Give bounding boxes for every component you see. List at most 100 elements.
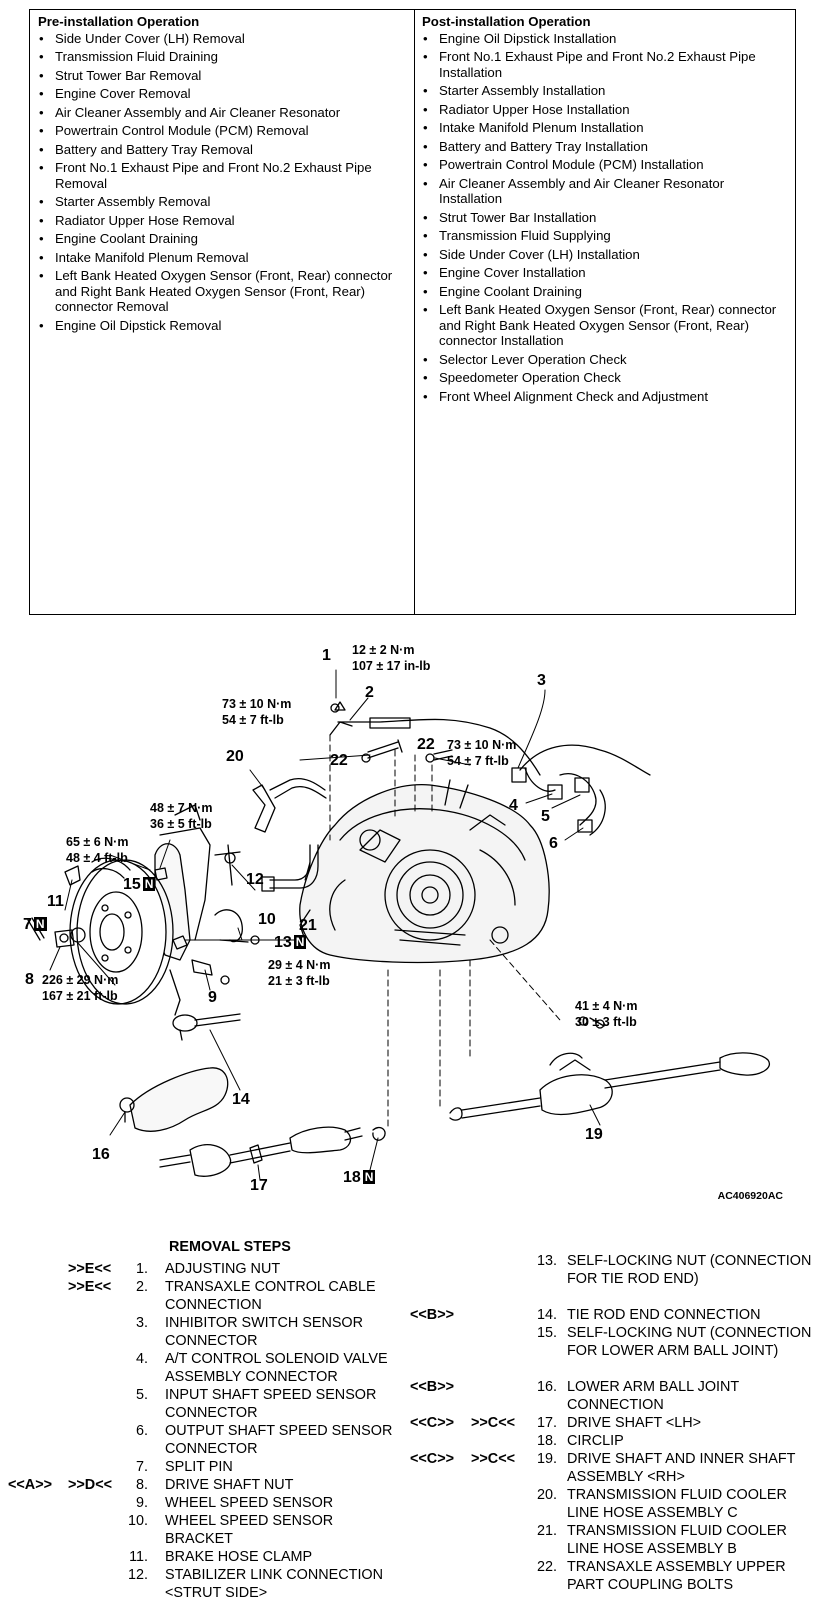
step-text: SPLIT PIN [165,1459,233,1475]
step-number: 11. [129,1549,148,1565]
step-number: 20. [536,1487,557,1503]
removal-steps-title: REMOVAL STEPS [169,1239,291,1255]
step-number: 15. [536,1325,557,1341]
step-number: 8. [135,1477,148,1493]
cooler-hose-c-drawing [252,778,327,833]
step-text: WHEEL SPEED SENSOR BRACKET [165,1513,334,1547]
step-marker-reassembly: >>C<< [471,1451,516,1467]
callout-11: 11 [47,893,64,910]
step-marker-disassembly: <<C>> [410,1415,455,1431]
step-text: TRANSAXLE ASSEMBLY UPPER PART COUPLING B… [567,1559,786,1593]
operation-item: Powertrain Control Module (PCM) Installa… [422,157,790,173]
self-locking-nuts-drawing [154,867,188,950]
step-number: 21. [536,1523,557,1539]
step-text: INHIBITOR SWITCH SENSOR CONNECTOR [165,1315,364,1349]
operation-item: Engine Oil Dipstick Installation [422,31,790,47]
step-text: SELF-LOCKING NUT (CONNECTION FOR TIE ROD… [567,1253,812,1287]
step-text: TRANSMISSION FLUID COOLER LINE HOSE ASSE… [567,1523,787,1557]
step-marker-reassembly: >>D<< [68,1477,113,1493]
operation-item: Front No.1 Exhaust Pipe and Front No.2 E… [422,49,790,80]
post-installation-list: Engine Oil Dipstick InstallationFront No… [422,31,790,405]
callout-5: 5 [541,808,550,825]
table-divider [414,10,415,614]
pre-installation-title: Pre-installation Operation [38,14,200,29]
n-mark-icon: N [362,1170,376,1184]
step-text: DRIVE SHAFT AND INNER SHAFT ASSEMBLY <RH… [567,1451,796,1485]
operation-item: Engine Cover Installation [422,265,790,281]
brake-disc-drawing [69,859,174,1005]
transaxle-control-cable-drawing [329,701,541,776]
step-text: SELF-LOCKING NUT (CONNECTION FOR LOWER A… [567,1325,812,1359]
drive-shaft-lh-drawing [159,1126,363,1177]
callout-9: 9 [208,989,217,1006]
operation-item: Strut Tower Bar Installation [422,210,790,226]
step-number: 5. [135,1387,148,1403]
callout-4: 4 [509,797,518,814]
tie-rod-end-drawing [172,1013,241,1041]
callout-12: 12 [246,871,264,888]
post-installation-title: Post-installation Operation [422,14,591,29]
step-number: 3. [135,1315,148,1331]
operation-item: Air Cleaner Assembly and Air Cleaner Res… [38,105,410,121]
step-number: 1. [135,1261,148,1277]
operation-item: Selector Lever Operation Check [422,352,790,368]
step-text: A/T CONTROL SOLENOID VALVE ASSEMBLY CONN… [165,1351,388,1385]
step-number: 2. [135,1279,148,1295]
step-marker-reassembly: >>E<< [68,1261,112,1277]
n-mark-icon: N [293,935,307,949]
step-text: INPUT SHAFT SPEED SENSOR CONNECTOR [165,1387,377,1421]
step-number: 9. [135,1495,148,1511]
pre-installation-column: Pre-installation Operation Side Under Co… [38,14,410,336]
callout-22b: 22 [417,736,435,753]
pre-installation-list: Side Under Cover (LH) RemovalTransmissio… [38,31,410,334]
callout-10: 10 [258,911,276,928]
figure-code: AC406920AC [717,1190,783,1202]
wheel-speed-sensor-drawing [191,909,260,985]
operation-item: Engine Coolant Draining [38,231,410,247]
step-text: LOWER ARM BALL JOINT CONNECTION [567,1379,739,1413]
step-text: DRIVE SHAFT <LH> [567,1415,702,1431]
operation-item: Front Wheel Alignment Check and Adjustme… [422,389,790,405]
step-text: CIRCLIP [567,1433,624,1449]
leader-lines [49,669,601,1181]
step-number: 6. [135,1423,148,1439]
brake-hose-clamp-drawing [64,857,131,886]
callout-14: 14 [232,1091,250,1108]
callout-3: 3 [537,672,546,689]
step-number: 17. [536,1415,557,1431]
operation-item: Speedometer Operation Check [422,370,790,386]
step-number: 16. [536,1379,557,1395]
step-text: ADJUSTING NUT [165,1261,281,1277]
step-number: 4. [135,1351,148,1367]
operation-item: Engine Cover Removal [38,86,410,102]
step-text: TRANSAXLE CONTROL CABLE CONNECTION [165,1279,376,1313]
operation-item: Strut Tower Bar Removal [38,68,410,84]
operation-item: Transmission Fluid Supplying [422,228,790,244]
post-installation-column: Post-installation Operation Engine Oil D… [422,14,790,407]
alignment-lines [329,734,561,1129]
step-marker-disassembly: <<A>> [8,1477,53,1493]
step-number: 14. [536,1307,557,1323]
drive-shaft-rh-drawing [449,1016,770,1121]
operation-item: Powertrain Control Module (PCM) Removal [38,123,410,139]
operation-item: Intake Manifold Plenum Removal [38,250,410,266]
step-text: OUTPUT SHAFT SPEED SENSOR CONNECTOR [165,1423,393,1457]
operation-item: Battery and Battery Tray Removal [38,142,410,158]
removal-steps: REMOVAL STEPS >>E<<1.ADJUSTING NUT>>E<<2… [0,1238,825,1613]
step-number: 12. [127,1567,148,1583]
step-number: 22. [536,1559,557,1575]
circlip-drawing [372,1126,386,1141]
step-text: DRIVE SHAFT NUT [165,1477,294,1493]
operation-item: Radiator Upper Hose Installation [422,102,790,118]
operation-item: Radiator Upper Hose Removal [38,213,410,229]
step-number: 18. [536,1433,557,1449]
lower-arm-drawing [119,1067,229,1132]
operation-table: Pre-installation Operation Side Under Co… [29,9,796,615]
